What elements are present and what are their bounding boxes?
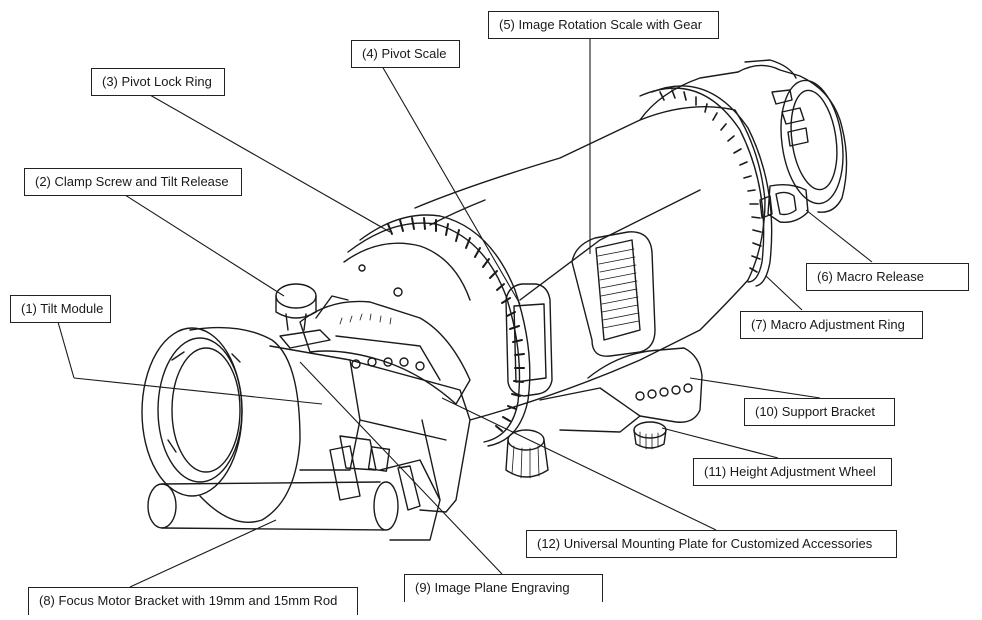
callout-clamp-screw-tilt-release: (2) Clamp Screw and Tilt Release: [24, 168, 242, 196]
leader-line-3: [149, 94, 391, 233]
callout-focus-motor-bracket: (8) Focus Motor Bracket with 19mm and 15…: [28, 587, 358, 615]
height-adjustment-wheel: [633, 421, 667, 450]
callout-support-bracket: (10) Support Bracket: [744, 398, 895, 426]
leader-line-6: [805, 209, 873, 263]
callout-height-adjustment-wheel: (11) Height Adjustment Wheel: [693, 458, 892, 486]
tilt-module-plate: [299, 295, 471, 405]
rear-mount: [141, 326, 301, 523]
leader-lines: [57, 38, 873, 588]
callout-universal-mounting-plate: (12) Universal Mounting Plate for Custom…: [526, 530, 897, 558]
callout-macro-adjustment-ring: (7) Macro Adjustment Ring: [740, 311, 923, 339]
callout-pivot-lock-ring: (3) Pivot Lock Ring: [91, 68, 225, 96]
leader-line-9: [299, 361, 503, 575]
leader-line-1: [57, 321, 75, 379]
leader-line-7: [765, 275, 803, 311]
leader-line-12: [441, 397, 717, 531]
tilt-body: [269, 345, 471, 513]
leader-line-1b: [73, 377, 323, 405]
pivot-lock-ring: [343, 214, 531, 447]
callout-image-rotation-scale: (5) Image Rotation Scale with Gear: [488, 11, 719, 39]
mounting-plate-knob: [505, 429, 549, 479]
leader-line-8: [129, 519, 277, 588]
clamp-screw-knob: [275, 283, 331, 349]
support-bracket: [539, 347, 703, 433]
leader-line-2: [124, 194, 285, 297]
front-lens-housing: [737, 59, 848, 223]
macro-gear-ring: [639, 85, 773, 287]
callout-macro-release: (6) Macro Release: [806, 263, 969, 291]
focus-rod: [147, 459, 441, 541]
callout-pivot-scale: (4) Pivot Scale: [351, 40, 460, 68]
callout-tilt-module: (1) Tilt Module: [10, 295, 111, 323]
leader-line-4: [381, 65, 521, 305]
leader-line-10: [689, 377, 821, 399]
leader-line-11: [661, 427, 779, 459]
callout-image-plane-engraving: (9) Image Plane Engraving: [404, 574, 603, 602]
